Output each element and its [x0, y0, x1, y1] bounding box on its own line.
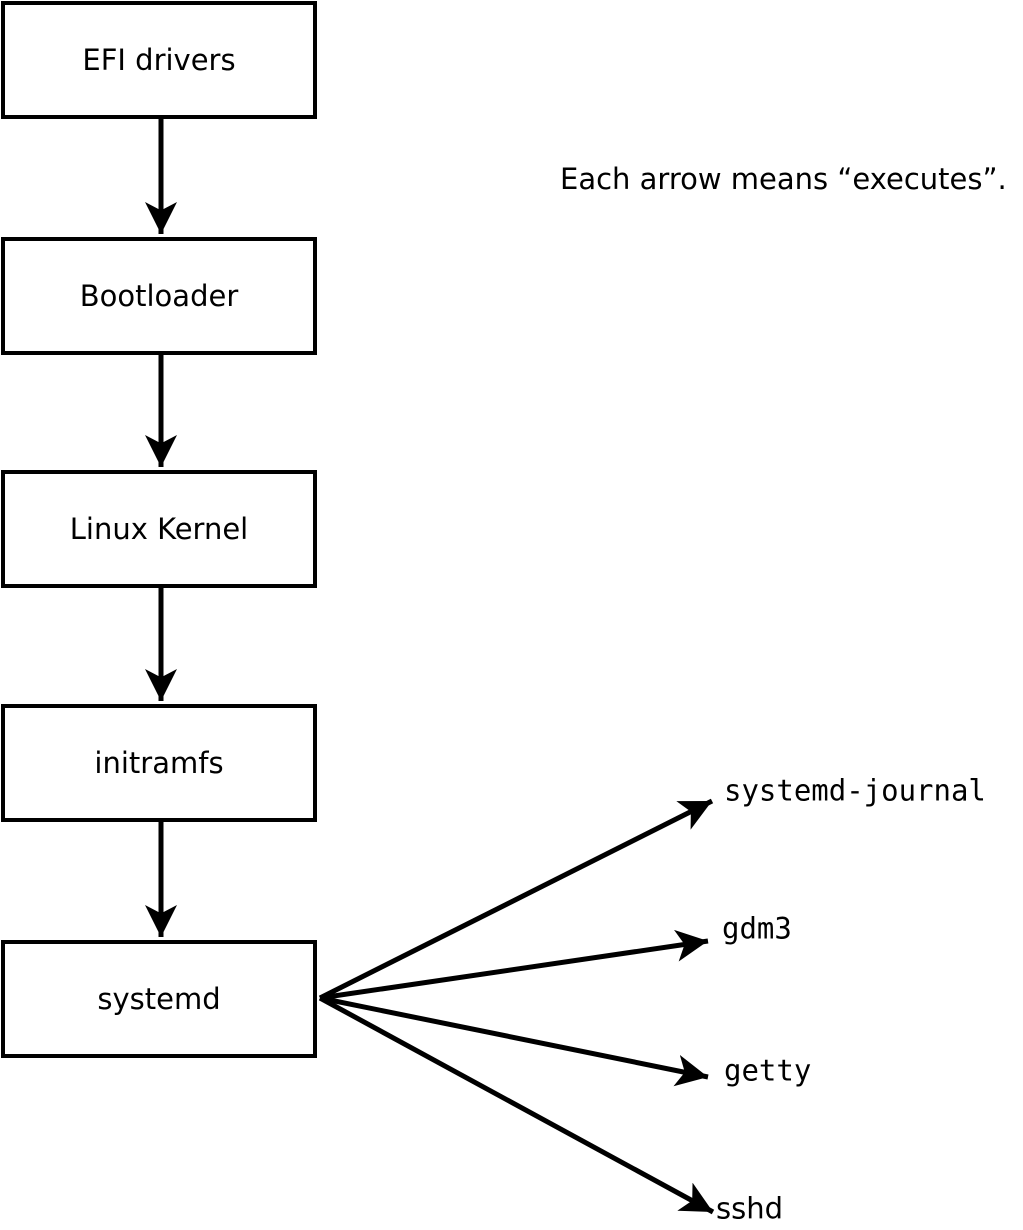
node-efi-drivers: EFI drivers [1, 1, 317, 119]
node-linux-kernel: Linux Kernel [1, 470, 317, 588]
arrow-systemd-to-sshd [318, 995, 715, 1215]
node-efi-drivers-label: EFI drivers [82, 42, 236, 77]
service-label-systemd-journal: systemd-journal [724, 773, 986, 808]
arrow-systemd-to-gdm3 [319, 929, 709, 1001]
service-label-getty: getty [724, 1053, 812, 1088]
arrow-systemd-to-getty [319, 995, 709, 1087]
node-initramfs: initramfs [1, 704, 317, 822]
service-label-sshd: sshd [716, 1191, 784, 1226]
service-label-gdm3: gdm3 [722, 911, 792, 946]
node-linux-kernel-label: Linux Kernel [69, 511, 249, 546]
diagram-caption: Each arrow means “executes”. [560, 162, 1007, 196]
node-initramfs-label: initramfs [94, 745, 224, 780]
node-bootloader: Bootloader [1, 237, 317, 355]
node-bootloader-label: Bootloader [79, 278, 239, 313]
node-systemd: systemd [1, 940, 317, 1058]
arrow-systemd-to-journal [318, 798, 714, 1001]
node-systemd-label: systemd [97, 981, 221, 1016]
